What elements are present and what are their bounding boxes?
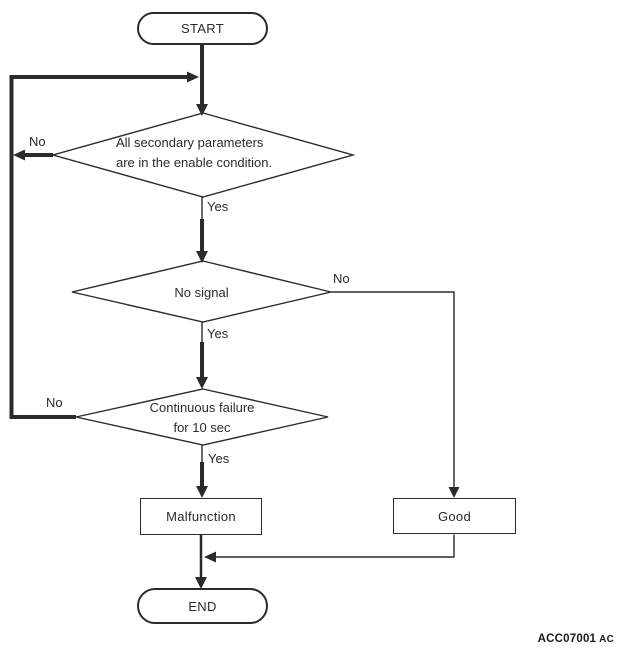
arrowhead-into-decision1 [196, 104, 208, 116]
decision3-yes-label: Yes [208, 451, 230, 466]
arrowhead-loop-into-spine [187, 71, 199, 83]
decision3-text: Continuous failure for 10 sec [76, 398, 328, 438]
figure-code-suffix: AC [599, 634, 614, 645]
start-label: START [181, 21, 224, 36]
decision2-text: No signal [174, 285, 229, 300]
decision1-no-label: No [29, 134, 46, 149]
malfunction-node: Malfunction [140, 498, 262, 535]
arrowhead-into-end [195, 577, 207, 589]
decision1-line2: are in the enable condition. [116, 155, 273, 170]
decision1-text: All secondary parameters are in the enab… [116, 133, 272, 173]
decision2-diamond [71, 260, 332, 323]
good-label: Good [437, 508, 471, 524]
decision1-line1: All secondary parameters [116, 135, 264, 150]
decision2-yes-label: Yes [207, 326, 229, 341]
arrowhead-into-decision3 [196, 377, 208, 389]
end-node: END [137, 588, 268, 624]
good-to-junction-line [216, 534, 455, 558]
end-label: END [188, 598, 217, 614]
start-node: START [137, 12, 268, 45]
figure-code-id: ACC07001 [537, 633, 597, 645]
malfunction-label: Malfunction [166, 509, 236, 524]
decision1-diamond [50, 112, 356, 198]
arrowhead-decision1-no-into-rail [13, 149, 25, 161]
decision2-no-label: No [333, 271, 350, 286]
decision3-line1: Continuous failure [149, 400, 255, 415]
decision3-line2: for 10 sec [173, 420, 231, 435]
decision3-diamond [75, 388, 329, 446]
arrowhead-into-good [448, 487, 460, 498]
decision2-no-line [331, 291, 455, 489]
arrowhead-good-into-junction [204, 551, 216, 563]
good-node: Good [393, 498, 516, 534]
arrowhead-into-malfunction [196, 486, 208, 498]
decision3-no-label: No [46, 395, 63, 410]
decision1-yes-label: Yes [207, 199, 229, 214]
arrowhead-into-decision2 [196, 251, 208, 263]
